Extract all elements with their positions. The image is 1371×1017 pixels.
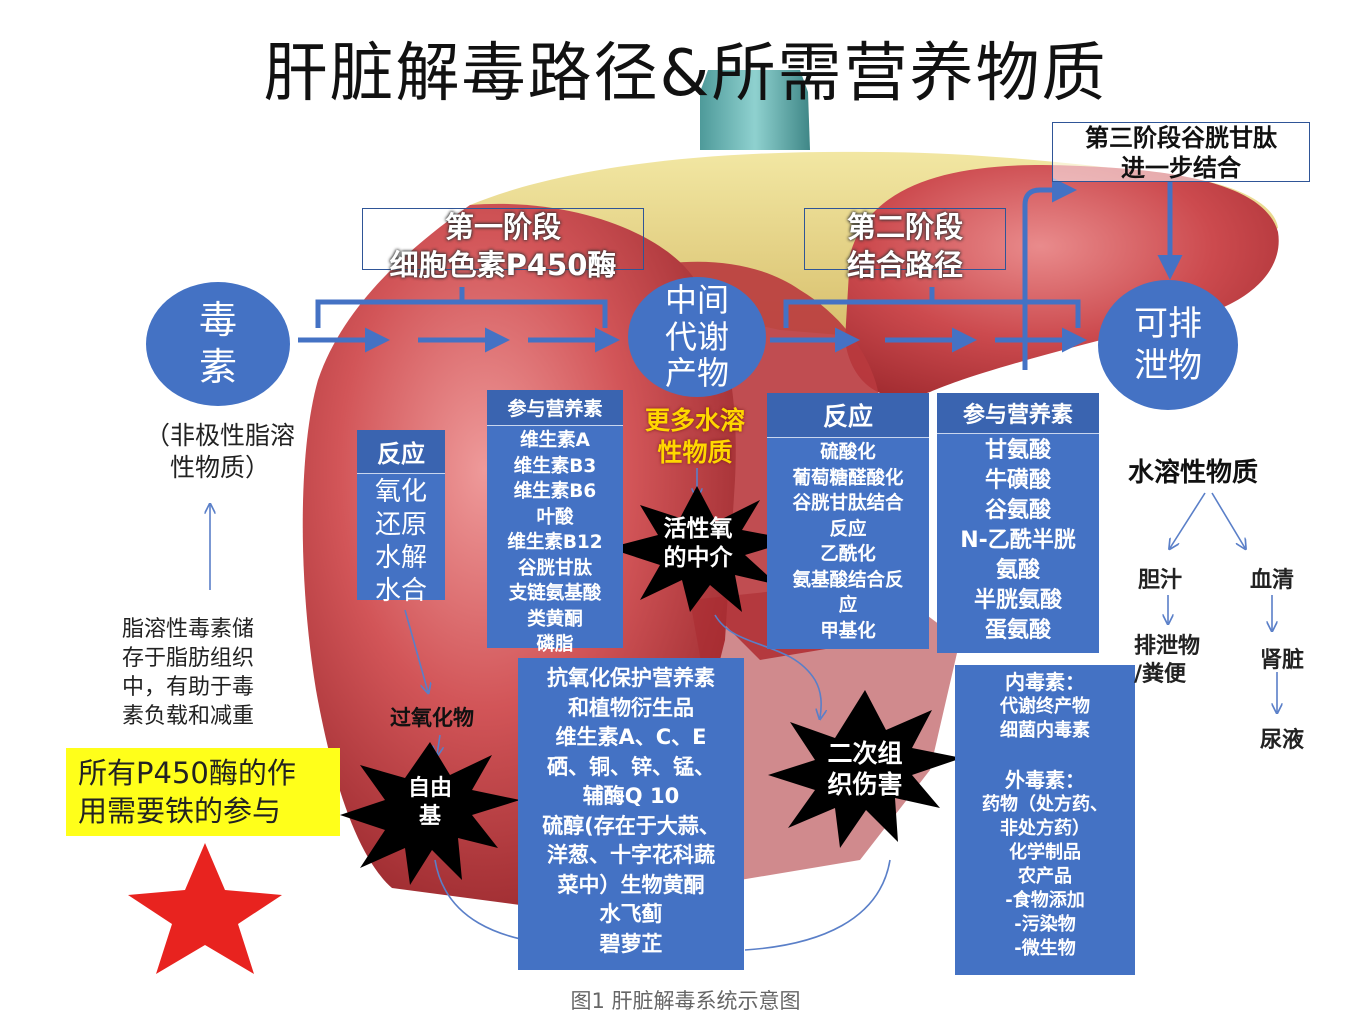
antioxidant-item: 水飞蓟 [599,902,663,926]
reaction-item: 乙酰化 [820,544,876,565]
antioxidant-item: 抗氧化保护营养素 [547,666,715,690]
water-soluble-title: 水溶性物质 [1128,458,1259,488]
toxin-source-item: 农产品 [1018,866,1072,887]
page-title: 肝脏解毒路径&所需营养物质 [263,37,1108,111]
antioxidant-list: 抗氧化保护营养素 和植物衍生品 维生素A、C、E 硒、铜、锌、锰、 辅酶Q 10… [518,662,744,961]
reaction-item: 反应 [829,518,867,540]
free-radical-label: 自由 基 [407,776,452,829]
toxin-source-item: -污染物 [1014,914,1076,935]
antioxidant-item: 硫醇(存在于大蒜、 [542,813,720,838]
figure-caption: 图1 肝脏解毒系统示意图 [570,989,801,1013]
toxin-source-item: 外毒素： [1005,768,1085,792]
phase1-reaction-box: 反应 氧化 还原 水解 水合 [357,430,445,606]
nutrient-item: 维生素B6 [513,481,597,502]
vena-cava-shape [700,70,810,150]
phase1-reaction-list: 氧化 还原 水解 水合 [357,474,445,610]
urine-label: 尿液 [1260,728,1305,753]
toxin-source-item: 内毒素： [1005,670,1085,694]
phase2-reaction-box: 反应 硫酸化 葡萄糖醛酸化 谷胱甘肽结合 反应 乙酰化 氨基酸结合反 应 甲基化 [767,393,929,649]
antioxidant-item: 维生素A、C、E [555,725,707,749]
nutrient-item: 半胱氨酸 [973,588,1062,613]
toxin-source-item: 非处方药） [1000,818,1090,839]
toxin-sources-list: 内毒素： 代谢终产物 细菌内毒素 外毒素： 药物（处方药、 非处方药） 化学制品… [955,667,1135,963]
phase2-nutrients-header: 参与营养素 [937,393,1099,434]
excretable-circle: 可排 泄物 [1098,280,1238,410]
intermediate-circle: 中间 代谢 产物 [628,277,766,397]
star-shape [128,843,282,974]
toxin-source-item [955,743,1135,767]
antioxidant-item: 辅酶Q 10 [582,784,680,808]
bile-label: 胆汁 [1138,568,1183,593]
toxin-circle: 毒 素 [146,282,290,406]
nutrient-item: 磷脂 [536,634,574,655]
fat-storage-note: 脂溶性毒素储 存于脂肪组织 中，有助于毒 素负载和减重 [122,617,255,729]
more-water-soluble-label: 更多水溶 性物质 [644,406,745,467]
iron-note: 所有P450酶的作 用需要铁的参与 [66,748,340,836]
burst-secondary-damage [768,690,962,848]
phase1-reaction-item: 水解 [374,543,427,573]
antioxidant-item: 和植物衍生品 [568,695,694,720]
toxin-sources-box: 内毒素： 代谢终产物 细菌内毒素 外毒素： 药物（处方药、 非处方药） 化学制品… [955,665,1135,975]
toxin-note: （非极性脂溶 性物质） [144,421,295,482]
serum-label: 血清 [1250,568,1295,593]
reaction-item: 甲基化 [820,620,876,642]
reaction-item: 应 [838,595,858,616]
nutrient-item: N-乙酰半胱 [960,528,1076,553]
toxin-source-item: 药物（处方药、 [982,794,1108,815]
phase1-reaction-item: 水合 [374,576,427,606]
phase1-nutrients-header: 参与营养素 [487,390,623,426]
peroxide-label: 过氧化物 [390,706,474,730]
nutrient-item: 叶酸 [536,506,574,528]
reaction-item: 硫酸化 [820,442,876,463]
reaction-item: 葡萄糖醛酸化 [792,467,904,489]
reaction-item: 氨基酸结合反 [792,569,904,591]
excreta-label: 排泄物 /粪便 [1134,634,1201,687]
phase2-reaction-list: 硫酸化 葡萄糖醛酸化 谷胱甘肽结合 反应 乙酰化 氨基酸结合反 应 甲基化 [767,438,929,646]
nutrient-item: 氨酸 [995,558,1040,583]
nutrient-item: 谷胱甘肽 [517,557,592,579]
antioxidant-box: 抗氧化保护营养素 和植物衍生品 维生素A、C、E 硒、铜、锌、锰、 辅酶Q 10… [518,658,744,970]
nutrient-item: 类黄酮 [527,608,583,630]
phase1-label: 第一阶段 细胞色素P450酶 [362,208,644,282]
phase3-label: 第三阶段谷胱甘肽 进一步结合 [1052,122,1310,182]
toxin-source-item: -微生物 [1014,938,1076,959]
phase1-reaction-header: 反应 [357,430,445,474]
phase1-reaction-item: 还原 [374,510,427,540]
toxin-source-item: 化学制品 [1009,842,1081,863]
flow-arrows [298,177,1183,370]
toxin-source-item: 代谢终产物 [1000,696,1090,717]
secondary-damage-label: 二次组 织伤害 [827,739,903,800]
nutrient-item: 谷氨酸 [984,498,1051,523]
phase1-reaction-item: 氧化 [374,477,427,507]
phase2-nutrients-box: 参与营养素 甘氨酸 牛磺酸 谷氨酸 N-乙酰半胱 氨酸 半胱氨酸 蛋氨酸 [937,393,1099,653]
phase2-nutrients-list: 甘氨酸 牛磺酸 谷氨酸 N-乙酰半胱 氨酸 半胱氨酸 蛋氨酸 [937,434,1099,648]
reactive-oxygen-label: 活性氧 的中介 [663,516,733,571]
phase2-reaction-header: 反应 [767,393,929,438]
nutrient-item: 甘氨酸 [984,438,1051,463]
burst-reactive-oxygen [608,486,795,612]
toxin-source-item: -食物添加 [1005,890,1085,911]
nutrient-item: 维生素B3 [513,455,597,477]
phase1-nutrients-box: 参与营养素 维生素A 维生素B3 维生素B6 叶酸 维生素B12 谷胱甘肽 支链… [487,390,623,655]
nutrient-item: 牛磺酸 [984,468,1051,493]
phase2-label: 第二阶段 结合路径 [804,208,1006,282]
nutrient-item: 维生素B12 [507,532,603,553]
antioxidant-item: 硒、铜、锌、锰、 [547,754,715,779]
nutrient-item: 维生素A [520,430,590,451]
nutrient-item: 支链氨基酸 [508,583,602,604]
antioxidant-item: 洋葱、十字花科蔬 [547,843,715,867]
antioxidant-item: 菜中）生物黄酮 [557,872,705,897]
antioxidant-item: 碧萝芷 [599,931,663,956]
reaction-item: 谷胱甘肽结合 [792,493,904,514]
nutrient-item: 蛋氨酸 [984,618,1051,643]
phase1-nutrients-list: 维生素A 维生素B3 维生素B6 叶酸 维生素B12 谷胱甘肽 支链氨基酸 类黄… [487,426,623,660]
toxin-source-item: 细菌内毒素 [1000,720,1090,741]
burst-free-radical [340,742,520,885]
kidney-label: 肾脏 [1260,648,1305,673]
